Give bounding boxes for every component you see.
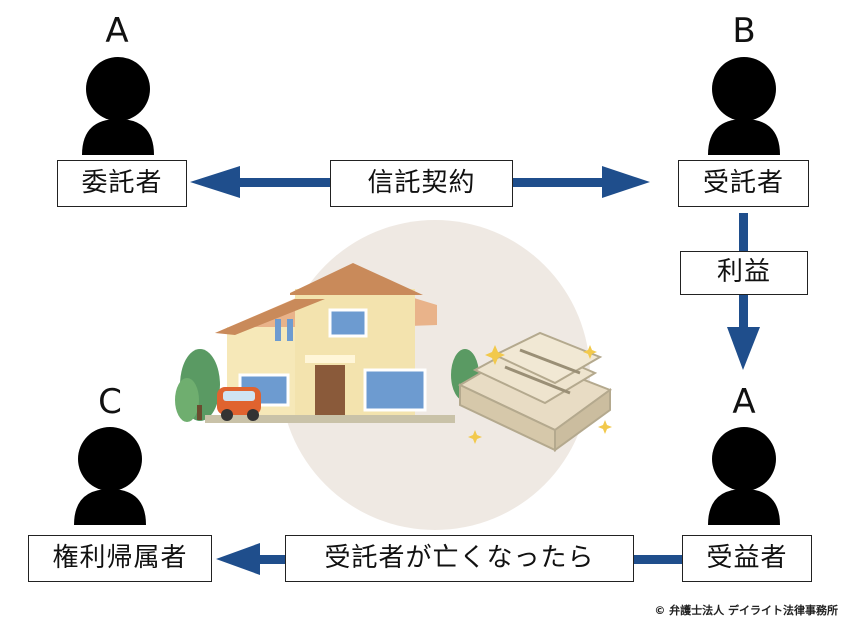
benefit-label: 利益 [680,251,808,295]
party-letter-top-left: A [105,11,129,51]
person-icon [82,57,154,155]
contract-label: 信託契約 [330,160,513,207]
person-icon [708,57,780,155]
party-letter-bottom-right: A [732,382,756,422]
role-label-beneficiary: 受益者 [682,535,812,582]
copyright-text: © 弁護士法人 デイライト法律事務所 [654,604,838,617]
role-label-settlor: 委託者 [57,160,187,207]
contract-arrow [190,166,650,198]
banknotes-icon [457,331,613,452]
role-label-rights-holder: 権利帰属者 [28,535,212,582]
party-letter-bottom-left: C [98,382,122,422]
condition-label: 受託者が亡くなったら [285,535,634,582]
person-icon [74,427,146,525]
condition-arrow [216,543,683,575]
house-icon [205,263,455,423]
car-icon [217,387,261,421]
person-icon [708,427,780,525]
asset-illustration [175,220,613,530]
party-letter-top-right: B [732,11,756,51]
benefit-arrow [727,213,760,370]
role-label-trustee: 受託者 [678,160,809,207]
